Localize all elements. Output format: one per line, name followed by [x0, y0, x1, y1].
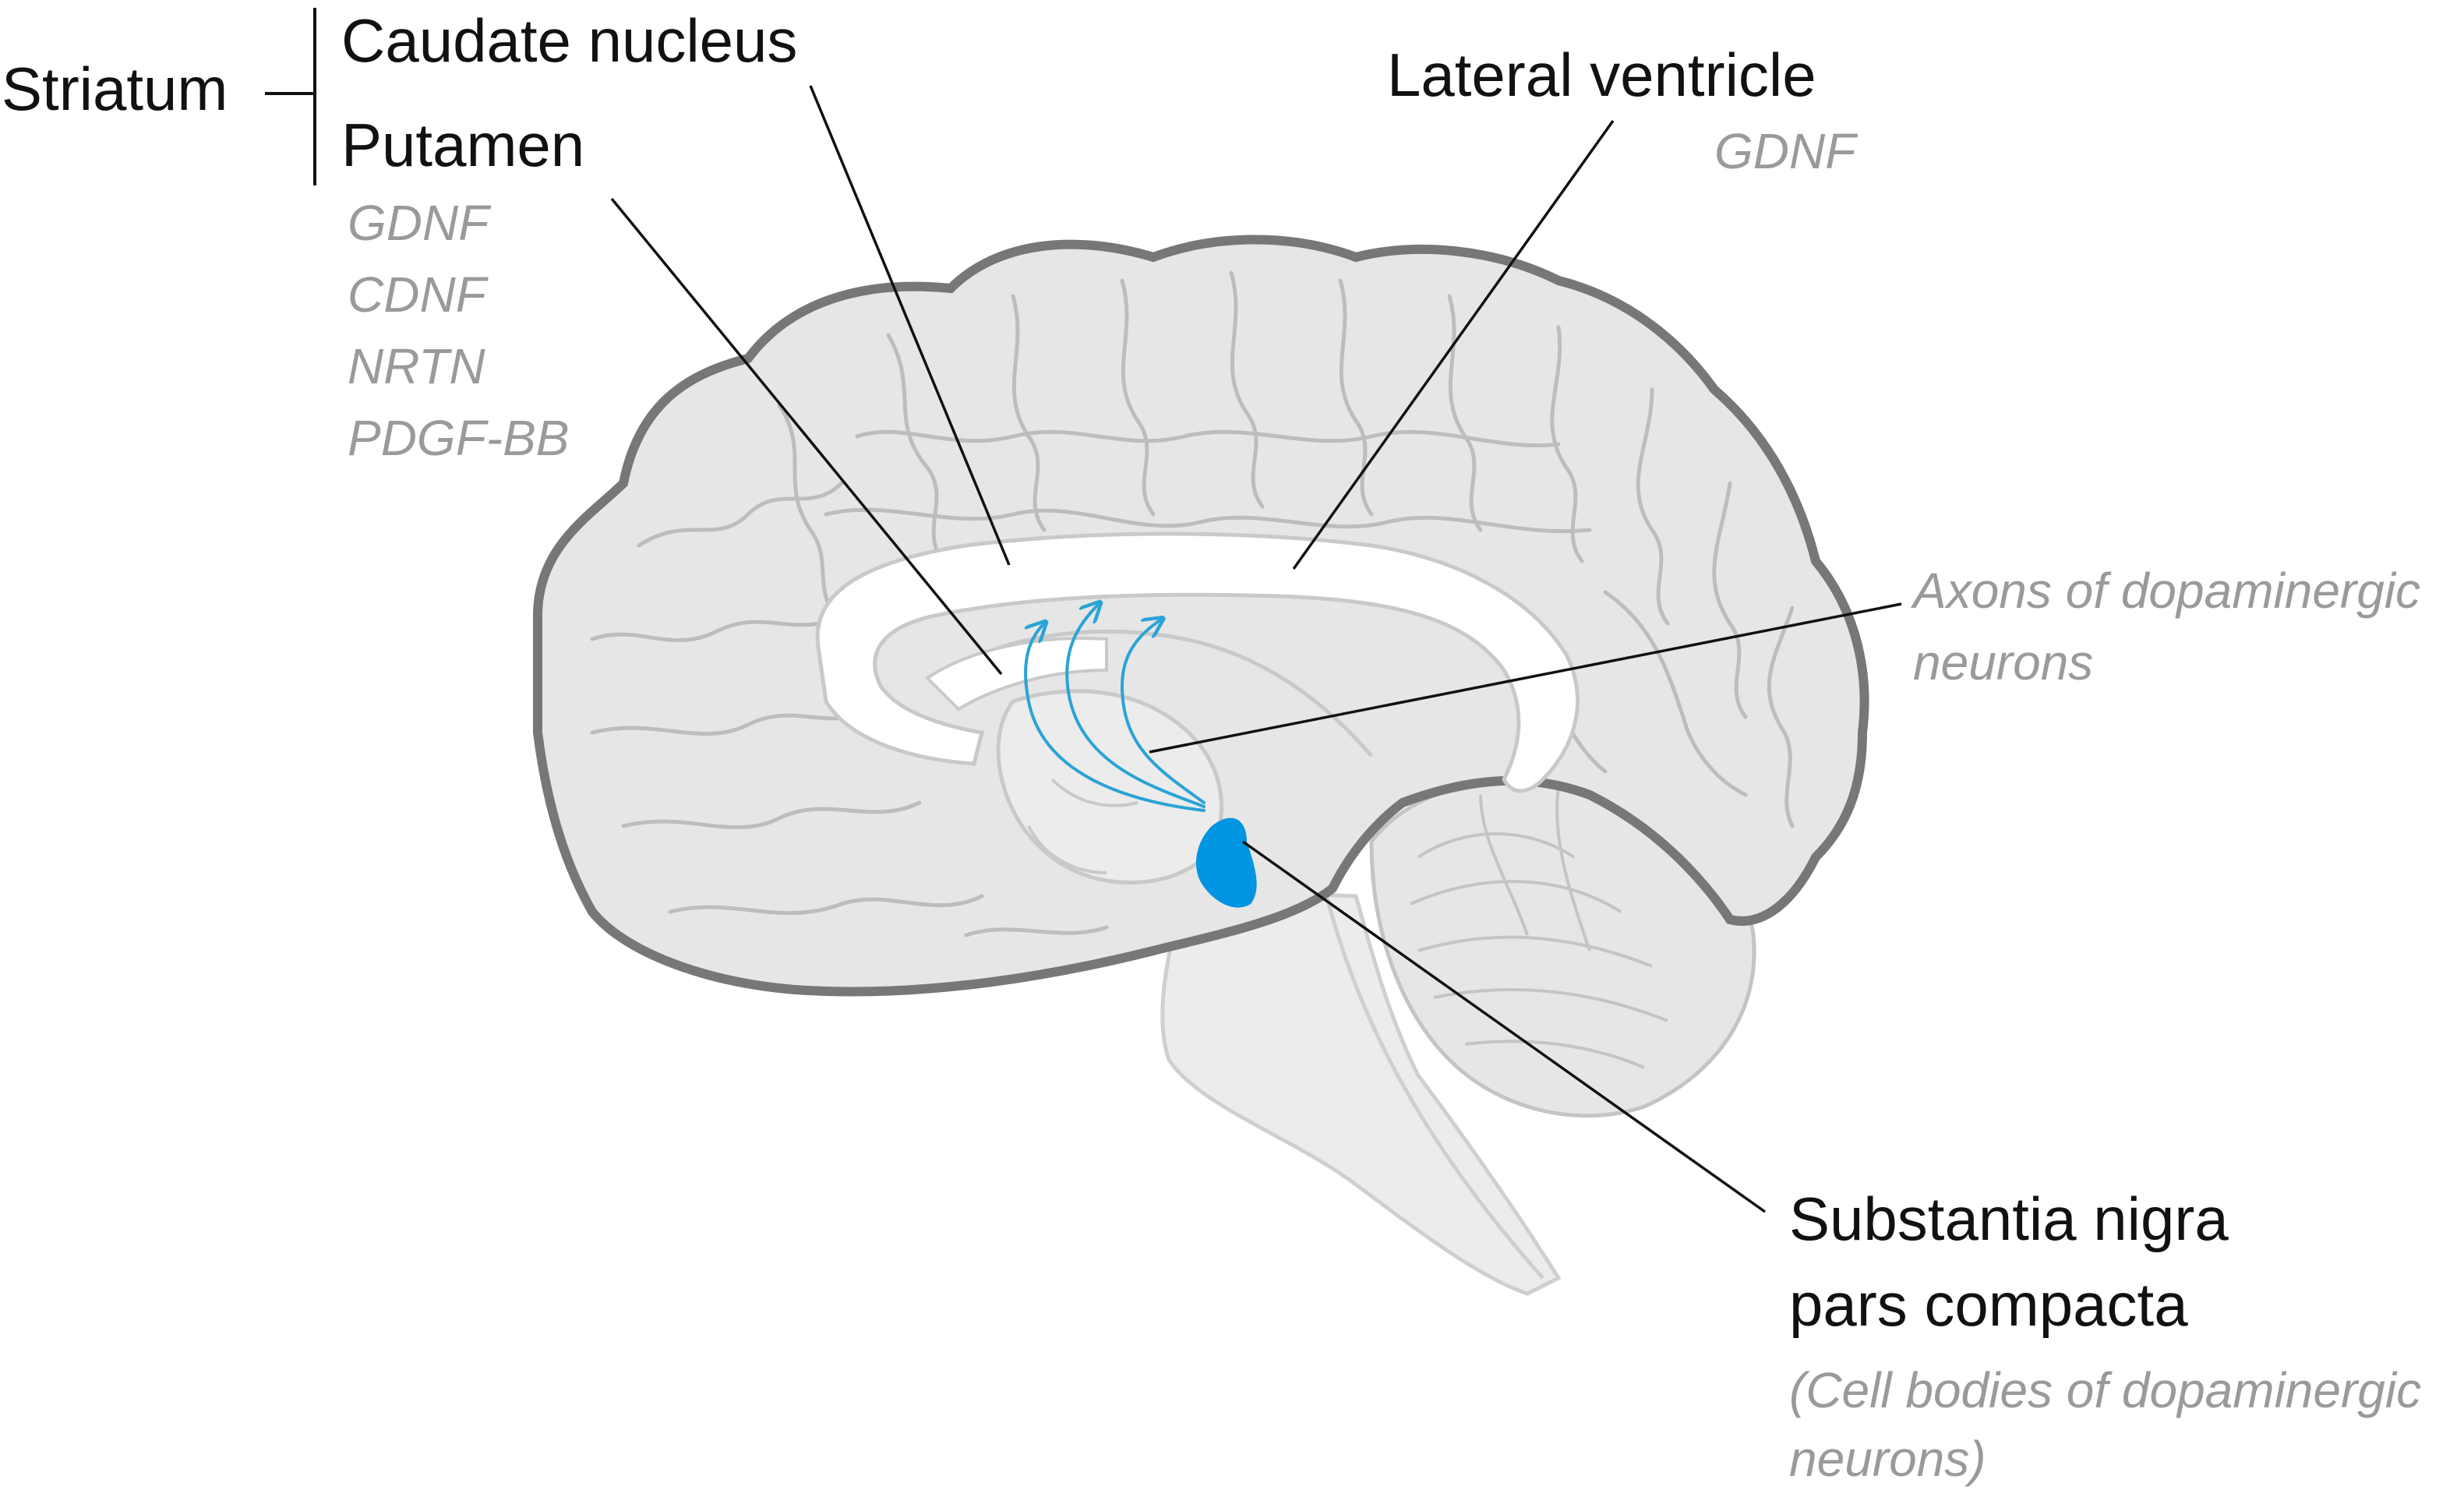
substantia-nigra[interactable]: [1196, 817, 1257, 908]
label-substantia-nigra: Substantia nigra: [1789, 1185, 2229, 1253]
label-caudate-nucleus: Caudate nucleus: [341, 6, 798, 75]
label-striatum: Striatum: [2, 55, 228, 123]
fornix: [949, 629, 1373, 757]
dopaminergic-axons: [1024, 604, 1206, 812]
brainstem: [1160, 886, 1562, 1296]
brainstem-line: [1322, 888, 1544, 1280]
putamen-factor-2: CDNF: [348, 267, 486, 323]
inner-ventricle: [924, 637, 1108, 711]
lateral-ventricle-shape: [815, 531, 1580, 793]
label-pars-compacta: pars compacta: [1789, 1270, 2188, 1339]
brain-gyri: [590, 270, 1795, 937]
label-axons-line1: Axons of dopaminergic: [1913, 563, 2421, 619]
cerebellum-folia: [1410, 786, 1668, 1069]
label-axons-line2: neurons: [1913, 634, 2094, 690]
label-lateral-ventricle: Lateral ventricle: [1387, 41, 1816, 109]
leader-substantia-nigra: [1241, 840, 1767, 1213]
ventricle-factor-1: GDNF: [1714, 123, 1856, 179]
cerebrum: [533, 235, 1869, 997]
putamen-factor-1: GDNF: [348, 195, 489, 251]
hypothalamus-lines: [1027, 778, 1138, 874]
striatum-bracket: [265, 8, 316, 185]
leader-putamen: [610, 197, 1003, 676]
putamen-factor-3: NRTN: [348, 338, 485, 394]
label-cell-bodies-line2: neurons): [1789, 1431, 1986, 1487]
leader-lines: [610, 85, 1902, 1213]
label-cell-bodies-line1: (Cell bodies of dopaminergic: [1789, 1362, 2422, 1418]
leader-lateral-ventricle: [1292, 119, 1615, 570]
putamen-factor-4: PDGF-BB: [348, 410, 570, 466]
leader-caudate: [809, 85, 1011, 566]
leader-axons: [1149, 602, 1902, 754]
label-putamen: Putamen: [341, 111, 585, 179]
